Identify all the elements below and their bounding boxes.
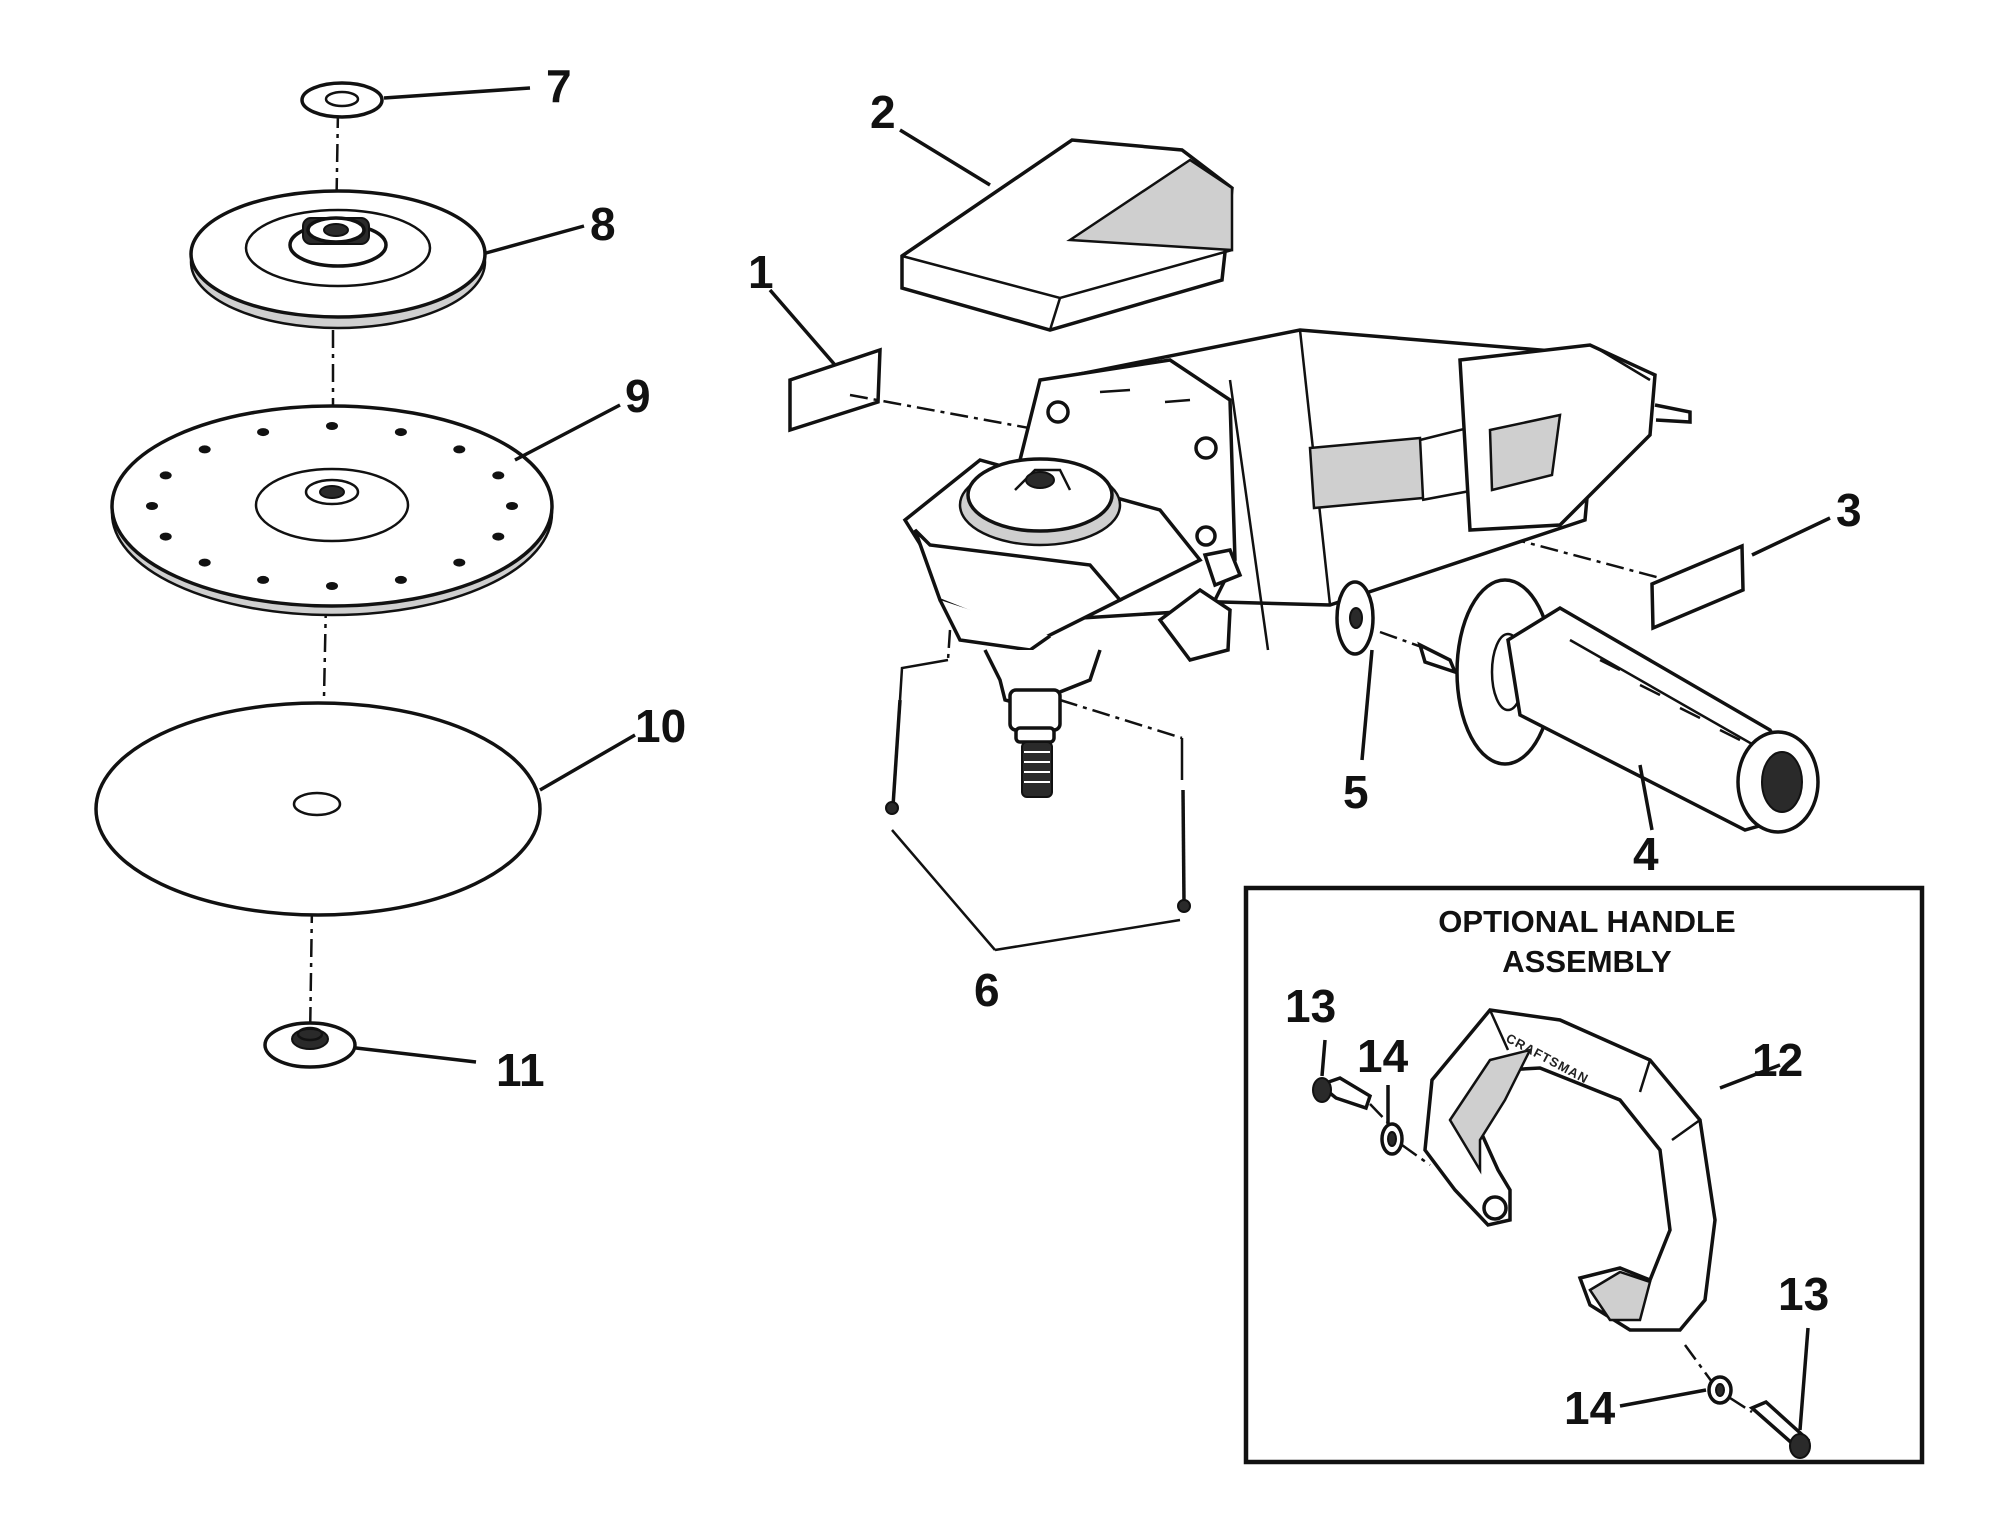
part-1-label (788, 347, 882, 433)
label-4: 4 (1633, 828, 1659, 880)
part-14-washer-lower (1707, 1375, 1733, 1405)
label-1: 1 (748, 246, 774, 298)
label-3: 3 (1836, 484, 1862, 536)
part-5-washer (1335, 580, 1375, 656)
pad-hole (492, 471, 505, 480)
pad-hole (326, 582, 338, 590)
spindle-thread (1021, 741, 1053, 798)
inset-title-line2: ASSEMBLY (1502, 944, 1672, 979)
part-6-bracket-lines (891, 829, 1181, 952)
leader-lines (355, 86, 1831, 1431)
pad-hole (506, 502, 518, 510)
pad-hole (326, 422, 338, 430)
label-6: 6 (974, 964, 1000, 1016)
label-14-upper: 14 (1357, 1030, 1409, 1082)
label-2: 2 (870, 86, 896, 138)
inset-upper-axis (1401, 1143, 1431, 1167)
part-10-abrasive-disc (94, 701, 542, 917)
pad-hole (453, 445, 466, 454)
inset-lower-axis-2 (1729, 1396, 1753, 1414)
pad-hole (146, 502, 158, 510)
inset-lower-axis (1683, 1344, 1714, 1383)
label-12: 12 (1752, 1034, 1803, 1086)
stack-axis-bottom (308, 904, 314, 1041)
pad-hole (394, 575, 407, 584)
pad-hole (198, 445, 211, 454)
pad-hole (198, 558, 211, 567)
label-14-lower: 14 (1564, 1382, 1616, 1434)
part-3-label (1650, 543, 1745, 631)
part-2-cover (900, 138, 1234, 332)
label-10: 10 (635, 700, 686, 752)
label-9: 9 (625, 370, 651, 422)
optional-handle-inset: OPTIONAL HANDLE ASSEMBLY CRAFTSMAN (1243, 885, 1925, 1465)
stack-axis-upper (334, 109, 340, 231)
part-13-screw-lower (1748, 1399, 1811, 1459)
part-4-side-handle (1417, 578, 1820, 834)
part-7-washer (300, 81, 384, 119)
pad-hole (394, 428, 407, 437)
part-6-screws (885, 629, 1191, 913)
part-13-screw-upper (1312, 1076, 1396, 1131)
part-9-perforated-pad (110, 404, 554, 617)
pad-hole (257, 428, 270, 437)
pad-hole (257, 575, 270, 584)
label-11: 11 (496, 1044, 545, 1096)
label-5: 5 (1343, 766, 1369, 818)
pad-holes (146, 422, 518, 590)
pad-hole (159, 471, 172, 480)
label-13-upper: 13 (1285, 980, 1336, 1032)
label-1-leader-dash (849, 393, 1041, 432)
part-8-backing-plate (189, 189, 487, 330)
pad-hole (492, 532, 505, 541)
part-11-clamp-nut (263, 1021, 357, 1069)
label-13-lower: 13 (1778, 1268, 1829, 1320)
part-14-washer-upper (1380, 1122, 1404, 1156)
label-8: 8 (590, 198, 616, 250)
pad-hole (159, 532, 172, 541)
inset-title-line1: OPTIONAL HANDLE (1438, 904, 1735, 939)
part-numbers: 7 8 9 10 11 2 1 3 5 4 6 12 13 14 14 13 (496, 60, 1862, 1434)
sander-polisher-body (902, 328, 1692, 798)
pad-hole (453, 558, 466, 567)
label-7: 7 (546, 60, 572, 112)
